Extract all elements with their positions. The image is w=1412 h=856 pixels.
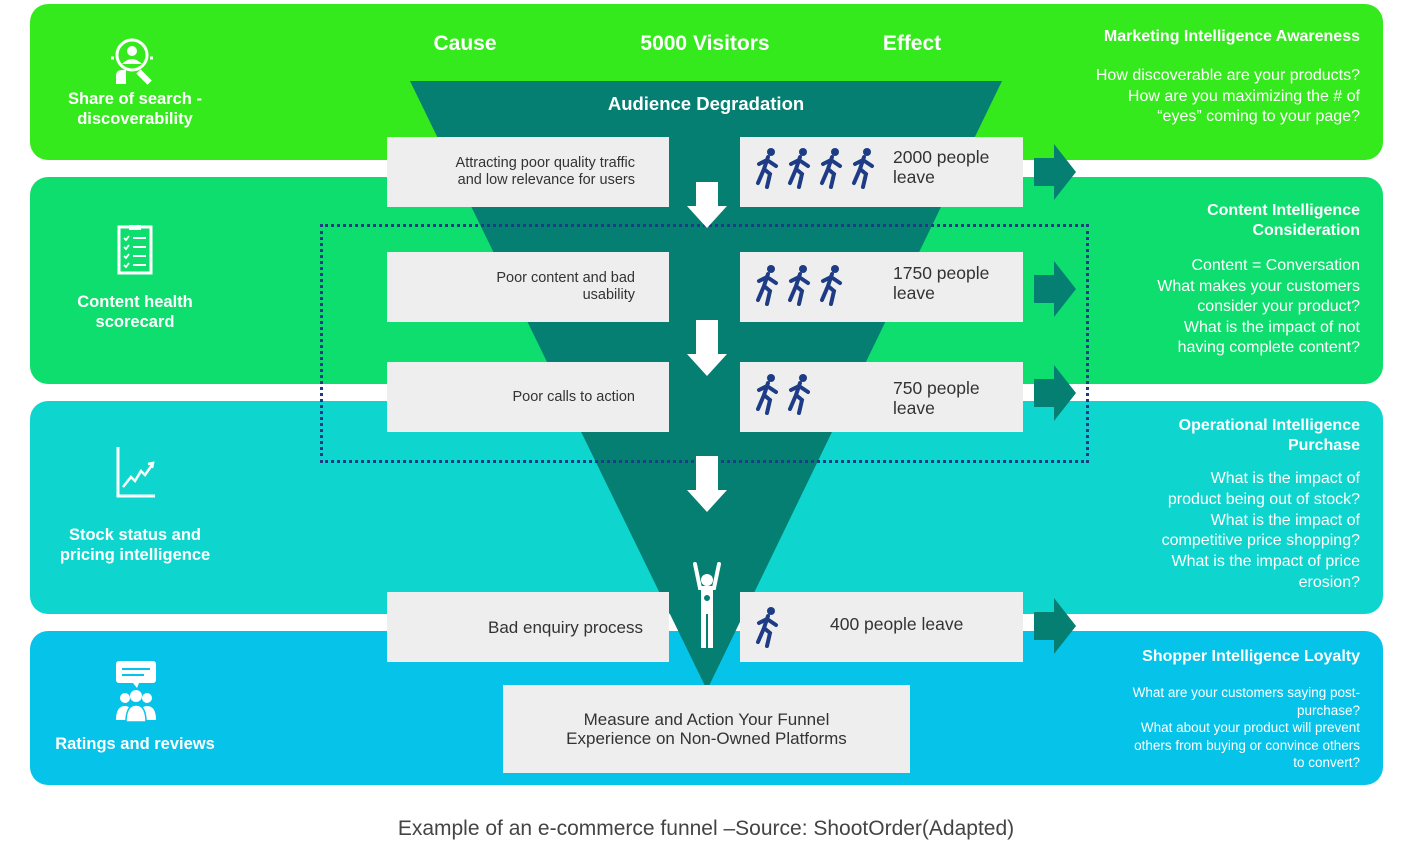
effect-header: Effect <box>882 32 942 55</box>
runner-icon <box>788 265 810 306</box>
runner-icon <box>756 148 778 189</box>
right-arrow-icon <box>1034 365 1076 421</box>
runner-icon <box>756 265 778 306</box>
runner-icon <box>820 265 842 306</box>
awareness-title: Marketing Intelligence Awareness <box>1103 28 1360 45</box>
down-arrow-icon <box>687 320 727 376</box>
runner-group <box>754 264 844 306</box>
runner-icon <box>852 148 874 189</box>
runner-group <box>754 606 780 648</box>
left-label-ratings: Ratings and reviews <box>55 735 215 753</box>
awareness-text: How discoverable are your products? How … <box>1095 67 1360 125</box>
loyalty-text: What are your customers saying post- pur… <box>1132 685 1360 770</box>
effect-box-400: 400 people leave <box>740 592 1023 662</box>
runner-group <box>754 373 812 415</box>
cause-header: Cause <box>433 32 497 55</box>
runner-icon <box>820 148 842 189</box>
right-arrow-icon <box>1034 261 1076 317</box>
right-arrow-icon <box>1034 598 1076 654</box>
cause-box-enquiry: Bad enquiry process <box>387 592 669 662</box>
runner-icon <box>788 148 810 189</box>
funnel-title: Audience Degradation <box>607 93 805 114</box>
runner-icon <box>788 374 810 415</box>
left-label-search: Share of search -discoverability <box>68 90 202 128</box>
measure-action-box: Measure and Action Your Funnel Experienc… <box>503 685 910 773</box>
consideration-text: Content = Conversation What makes your c… <box>1157 257 1360 356</box>
reviews-group-icon <box>116 661 156 723</box>
celebrating-person-icon <box>693 562 721 648</box>
magnifier-person-icon <box>111 38 153 85</box>
cause-box-cta: Poor calls to action <box>387 362 669 432</box>
runner-icon <box>756 374 778 415</box>
loyalty-title: Shopper Intelligence Loyalty <box>1142 648 1360 665</box>
growth-chart-icon <box>116 447 155 498</box>
runner-icon <box>756 607 778 648</box>
purchase-text: What is the impact of product being out … <box>1161 470 1360 591</box>
down-arrow-icon <box>687 182 727 228</box>
figure-caption: Example of an e-commerce funnel –Source:… <box>397 817 1015 840</box>
effect-text: 400 people leave <box>830 614 964 634</box>
visitors-header: 5000 Visitors <box>640 32 770 55</box>
down-arrow-icon <box>687 456 727 512</box>
runner-group <box>754 147 876 189</box>
checklist-icon <box>117 225 153 275</box>
right-arrow-icon <box>1034 144 1076 200</box>
